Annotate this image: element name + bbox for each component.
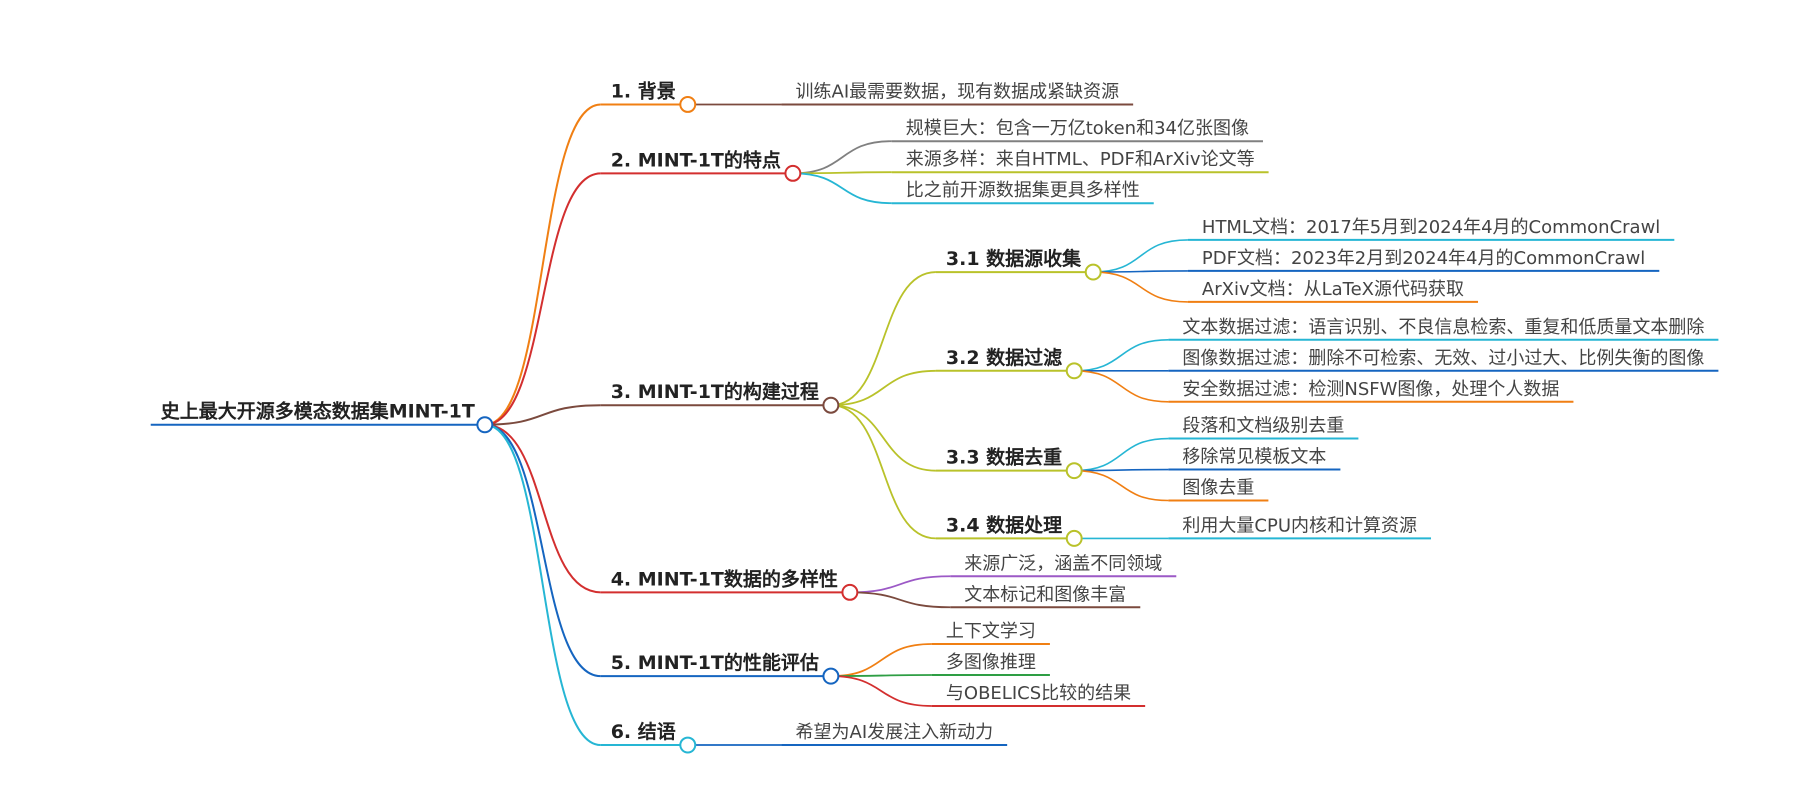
topic-build-process[interactable]: 3. MINT-1T的构建过程 (611, 380, 819, 403)
leaf-html-documents[interactable]: HTML文档：2017年5月到2024年4月的CommonCrawl (1202, 217, 1660, 238)
node-circle-b3s4[interactable] (1065, 529, 1083, 547)
subtopic-data-filtering[interactable]: 3.2 数据过滤 (946, 346, 1062, 369)
edge-root-b5 (484, 423, 601, 678)
leaf-arxiv-documents[interactable]: ArXiv文档：从LaTeX源代码获取 (1202, 279, 1464, 300)
leaf-background-data-scarcity[interactable]: 训练AI最需要数据，现有数据成紧缺资源 (796, 81, 1120, 102)
edge-root-b6 (484, 423, 601, 747)
edge-b4-b4l2 (849, 591, 951, 609)
mind-map-nodes (476, 96, 1102, 754)
edge-root-b4 (484, 423, 601, 594)
edge-b3-b3s4 (830, 404, 936, 540)
edge-b5-b5l1 (830, 643, 932, 678)
edge-b2-b2l1 (792, 140, 892, 175)
leaf-features-sources[interactable]: 来源多样：来自HTML、PDF和ArXiv论文等 (906, 149, 1255, 170)
edge-b3-b3s3 (830, 404, 936, 472)
leaf-cpu-resources[interactable]: 利用大量CPU内核和计算资源 (1182, 515, 1417, 536)
leaf-in-context-learning[interactable]: 上下文学习 (946, 621, 1036, 642)
edge-b3s1-b3s1l3 (1093, 271, 1188, 303)
edge-root-b1 (484, 103, 601, 426)
edge-b3s1-b3s1l2 (1093, 270, 1188, 273)
node-circle-b6[interactable] (679, 736, 697, 754)
edge-b5-b5l2 (830, 674, 932, 678)
leaf-wide-sources[interactable]: 来源广泛，涵盖不同领域 (964, 553, 1162, 574)
topic-performance[interactable]: 5. MINT-1T的性能评估 (611, 651, 819, 674)
node-circle-b5[interactable] (822, 667, 840, 685)
edge-b3-b3s1 (830, 271, 936, 407)
node-circle-b3s1[interactable] (1084, 263, 1102, 281)
leaf-pdf-documents[interactable]: PDF文档：2023年2月到2024年4月的CommonCrawl (1202, 248, 1645, 269)
leaf-multi-image-reasoning[interactable]: 多图像推理 (946, 652, 1036, 673)
mind-map-edges (484, 103, 1188, 747)
leaf-features-scale[interactable]: 规模巨大：包含一万亿token和34亿张图像 (906, 118, 1249, 139)
mind-map-underlines (150, 103, 1719, 747)
edge-b3s1-b3s1l1 (1093, 239, 1188, 273)
mind-map-labels: 史上最大开源多模态数据集MINT-1T 1. 背景 训练AI最需要数据，现有数据… (161, 79, 1705, 743)
node-circle-b2[interactable] (784, 164, 802, 182)
subtopic-data-processing[interactable]: 3.4 数据处理 (946, 513, 1062, 536)
root-topic[interactable]: 史上最大开源多模态数据集MINT-1T (161, 400, 475, 423)
edge-b3-b3s2 (830, 369, 936, 407)
leaf-safety-filtering[interactable]: 安全数据过滤：检测NSFW图像，处理个人数据 (1182, 379, 1559, 400)
edge-b3s3-b3s3l2 (1074, 468, 1169, 472)
subtopic-deduplication[interactable]: 3.3 数据去重 (946, 446, 1062, 469)
node-circle-root[interactable] (476, 416, 494, 434)
leaf-boilerplate-removal[interactable]: 移除常见模板文本 (1182, 447, 1326, 468)
leaf-ai-momentum[interactable]: 希望为AI发展注入新动力 (796, 722, 994, 743)
node-circle-b1[interactable] (679, 96, 697, 113)
edge-b3s3-b3s3l1 (1074, 437, 1169, 472)
leaf-rich-tokens-images[interactable]: 文本标记和图像丰富 (964, 584, 1126, 605)
leaf-obelics-comparison[interactable]: 与OBELICS比较的结果 (946, 683, 1131, 704)
edge-b3s2-b3s2l3 (1074, 369, 1169, 403)
leaf-text-filtering[interactable]: 文本数据过滤：语言识别、不良信息检索、重复和低质量文本删除 (1182, 317, 1704, 338)
leaf-image-dedup[interactable]: 图像去重 (1182, 478, 1254, 499)
edge-b3s2-b3s2l1 (1074, 338, 1169, 372)
topic-conclusion[interactable]: 6. 结语 (611, 720, 676, 743)
topic-features[interactable]: 2. MINT-1T的特点 (611, 148, 781, 171)
edge-b4-b4l1 (849, 575, 951, 594)
node-circle-b3[interactable] (822, 396, 840, 414)
leaf-paragraph-dedup[interactable]: 段落和文档级别去重 (1182, 416, 1344, 437)
node-circle-b4[interactable] (841, 583, 859, 601)
edge-b2-b2l2 (792, 171, 892, 175)
edge-root-b3 (484, 404, 601, 426)
edge-root-b2 (484, 172, 601, 426)
node-circle-b3s3[interactable] (1065, 462, 1083, 480)
leaf-features-diversity[interactable]: 比之前开源数据集更具多样性 (906, 180, 1140, 201)
leaf-image-filtering[interactable]: 图像数据过滤：删除不可检索、无效、过小过大、比例失衡的图像 (1182, 348, 1704, 369)
edge-b2-b2l3 (792, 172, 892, 205)
topic-background[interactable]: 1. 背景 (611, 79, 676, 102)
subtopic-data-collection[interactable]: 3.1 数据源收集 (946, 247, 1082, 270)
node-circle-b3s2[interactable] (1065, 362, 1083, 380)
edge-b3s3-b3s3l3 (1074, 469, 1169, 502)
topic-data-diversity[interactable]: 4. MINT-1T数据的多样性 (611, 567, 838, 590)
edge-b5-b5l3 (830, 675, 932, 707)
